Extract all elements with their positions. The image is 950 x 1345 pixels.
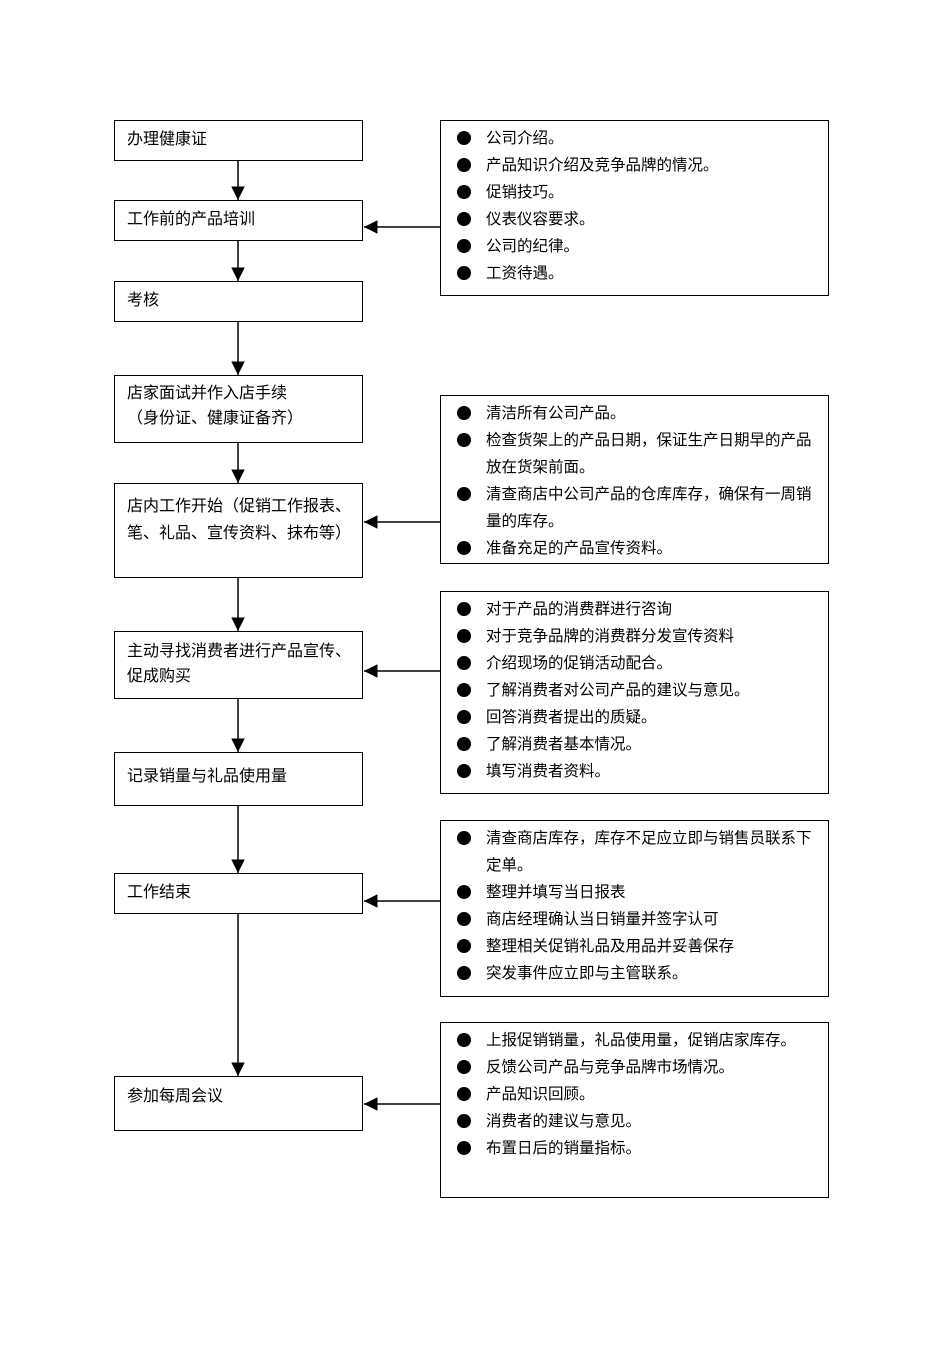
list-item: 公司的纪律。	[457, 233, 820, 260]
list-item: 填写消费者资料。	[457, 758, 820, 785]
list-item: 清查商店中公司产品的仓库库存，确保有一周销量的库存。	[457, 481, 820, 535]
list-item: 检查货架上的产品日期，保证生产日期早的产品放在货架前面。	[457, 427, 820, 481]
list-item: 整理相关促销礼品及用品并妥善保存	[457, 933, 820, 960]
list-item: 回答消费者提出的质疑。	[457, 704, 820, 731]
step-text: 工作结束	[127, 882, 192, 901]
step-health-certificate: 办理健康证	[114, 120, 363, 161]
step-weekly-meeting: 参加每周会议	[114, 1076, 363, 1131]
list-item: 清洁所有公司产品。	[457, 400, 820, 427]
step-store-interview: 店家面试并作入店手续 （身份证、健康证备齐）	[114, 375, 363, 443]
note-store-work: 清洁所有公司产品。 检查货架上的产品日期，保证生产日期早的产品放在货架前面。 清…	[440, 395, 829, 564]
step-text: 参加每周会议	[127, 1086, 224, 1105]
note-weekly-meeting: 上报促销销量，礼品使用量，促销店家库存。 反馈公司产品与竞争品牌市场情况。 产品…	[440, 1022, 829, 1198]
step-text: 主动寻找消费者进行产品宣传、促成购买	[127, 641, 352, 685]
list-item: 反馈公司产品与竞争品牌市场情况。	[457, 1054, 820, 1081]
list-item: 准备充足的产品宣传资料。	[457, 535, 820, 562]
list-item: 了解消费者基本情况。	[457, 731, 820, 758]
list-item: 清查商店库存，库存不足应立即与销售员联系下定单。	[457, 825, 820, 879]
step-promote-to-consumers: 主动寻找消费者进行产品宣传、促成购买	[114, 631, 363, 699]
step-text: 考核	[127, 290, 160, 309]
list-item: 促销技巧。	[457, 179, 820, 206]
list-item: 布置日后的销量指标。	[457, 1135, 820, 1162]
note-training-content: 公司介绍。 产品知识介绍及竞争品牌的情况。 促销技巧。 仪表仪容要求。 公司的纪…	[440, 120, 829, 296]
list-item: 工资待遇。	[457, 260, 820, 287]
list-item: 产品知识回顾。	[457, 1081, 820, 1108]
step-in-store-work-start: 店内工作开始（促销工作报表、笔、礼品、宣传资料、抹布等）	[114, 483, 363, 578]
note-end-of-work: 清查商店库存，库存不足应立即与销售员联系下定单。 整理并填写当日报表 商店经理确…	[440, 820, 829, 997]
step-text: 工作前的产品培训	[127, 209, 256, 228]
list-item: 对于产品的消费群进行咨询	[457, 596, 820, 623]
list-item: 消费者的建议与意见。	[457, 1108, 820, 1135]
list-item: 产品知识介绍及竞争品牌的情况。	[457, 152, 820, 179]
list-item: 了解消费者对公司产品的建议与意见。	[457, 677, 820, 704]
step-product-training: 工作前的产品培训	[114, 200, 363, 241]
list-item: 对于竞争品牌的消费群分发宣传资料	[457, 623, 820, 650]
list-item: 突发事件应立即与主管联系。	[457, 960, 820, 987]
list-item: 仪表仪容要求。	[457, 206, 820, 233]
step-work-end: 工作结束	[114, 873, 363, 914]
step-text: 记录销量与礼品使用量	[127, 766, 288, 785]
step-record-sales: 记录销量与礼品使用量	[114, 752, 363, 806]
step-assessment: 考核	[114, 281, 363, 322]
list-item: 上报促销销量，礼品使用量，促销店家库存。	[457, 1027, 820, 1054]
list-item: 公司介绍。	[457, 125, 820, 152]
step-text: 店内工作开始（促销工作报表、笔、礼品、宣传资料、抹布等）	[127, 496, 352, 542]
note-consumer-promotion: 对于产品的消费群进行咨询 对于竞争品牌的消费群分发宣传资料 介绍现场的促销活动配…	[440, 591, 829, 794]
list-item: 介绍现场的促销活动配合。	[457, 650, 820, 677]
step-text: 店家面试并作入店手续 （身份证、健康证备齐）	[127, 383, 304, 427]
list-item: 整理并填写当日报表	[457, 879, 820, 906]
step-text: 办理健康证	[127, 129, 208, 148]
list-item: 商店经理确认当日销量并签字认可	[457, 906, 820, 933]
